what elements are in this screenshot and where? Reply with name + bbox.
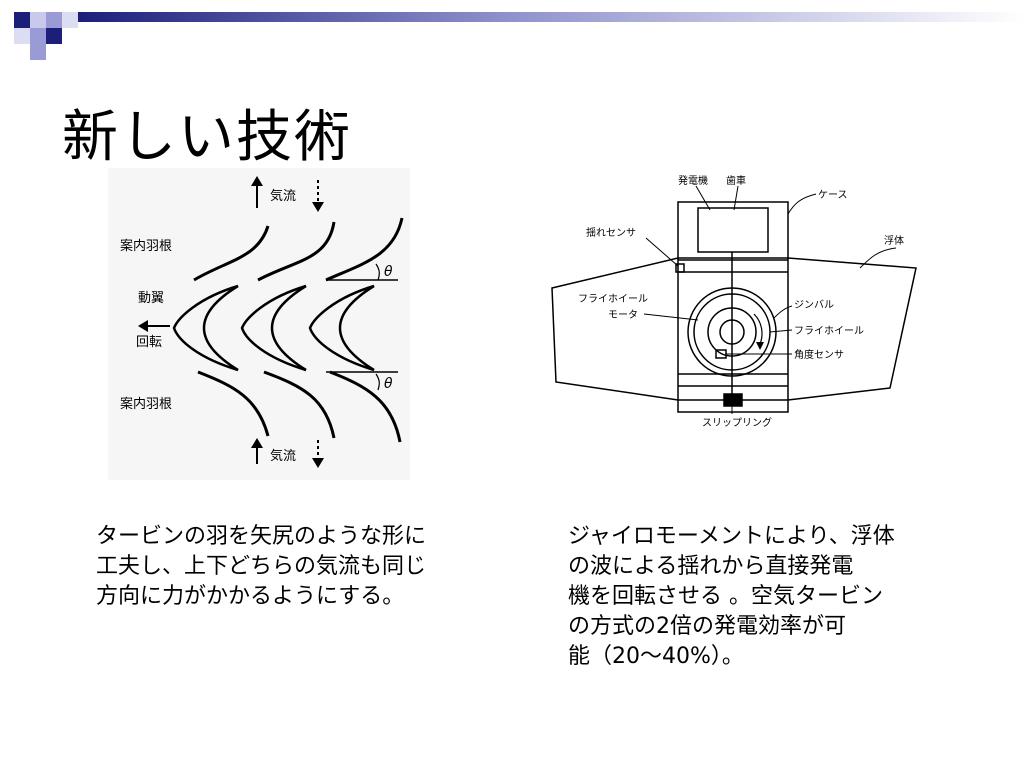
caption-turbine: タービンの羽を矢尻のような形に 工夫し、上下どちらの気流も同じ 方向に力がかかる… <box>96 522 456 612</box>
turbine-diagram: 気流 案内羽根 θ 動翼 回転 θ 案内羽根 <box>108 168 410 480</box>
label-case: ケース <box>818 189 848 201</box>
label-rotation: 回転 <box>136 335 162 350</box>
label-guide-vane-top: 案内羽根 <box>120 238 172 254</box>
gyro-generator-diagram: 発電機 歯車 ケース 揺れセンサ 浮体 フライホイール モータ ジンバル フライ… <box>548 168 920 436</box>
label-angle-bottom: θ <box>384 376 393 392</box>
airflow-arrow-up-icon <box>251 438 263 464</box>
caption-line: タービンの羽を矢尻のような形に <box>96 524 427 549</box>
label-flywheel: フライホイール <box>794 325 864 337</box>
caption-line: 方向に力がかかるようにする。 <box>96 584 405 609</box>
slide-title: 新しい技術 <box>62 105 352 170</box>
caption-line: 工夫し、上下どちらの気流も同じ <box>96 554 427 579</box>
label-airflow-top: 気流 <box>270 188 296 204</box>
label-airflow-bottom: 気流 <box>270 448 296 464</box>
label-flywheel-motor-1: フライホイール <box>578 293 648 305</box>
caption-line: 機を回転させる 。空気タービン <box>568 584 883 609</box>
caption-line: の波による揺れから直接発電 <box>568 554 854 579</box>
caption-gyro: ジャイロモーメントにより、浮体 の波による揺れから直接発電 機を回転させる 。空… <box>568 522 908 672</box>
airflow-arrow-down-icon <box>312 180 324 212</box>
header-decoration <box>14 12 1024 60</box>
airflow-arrow-up-icon <box>251 176 263 208</box>
rotation-arrow-icon <box>138 320 170 332</box>
label-guide-vane-bottom: 案内羽根 <box>120 396 172 412</box>
label-gimbal: ジンバル <box>794 299 834 311</box>
label-float: 浮体 <box>884 235 904 247</box>
airflow-arrow-down-icon <box>312 440 324 468</box>
label-sway-sensor: 揺れセンサ <box>586 227 636 239</box>
label-gear: 歯車 <box>726 174 746 187</box>
label-angle-sensor: 角度センサ <box>794 348 844 361</box>
label-flywheel-motor-2: モータ <box>608 309 638 321</box>
label-generator: 発電機 <box>678 174 708 187</box>
caption-line: の方式の2倍の発電効率が可 <box>568 614 846 639</box>
label-blade: 動翼 <box>138 291 164 306</box>
label-angle-top: θ <box>384 264 393 280</box>
caption-line: ジャイロモーメントにより、浮体 <box>568 524 895 549</box>
caption-line: 能（20～40%）。 <box>568 644 744 669</box>
label-slip-ring: スリップリング <box>702 416 772 429</box>
